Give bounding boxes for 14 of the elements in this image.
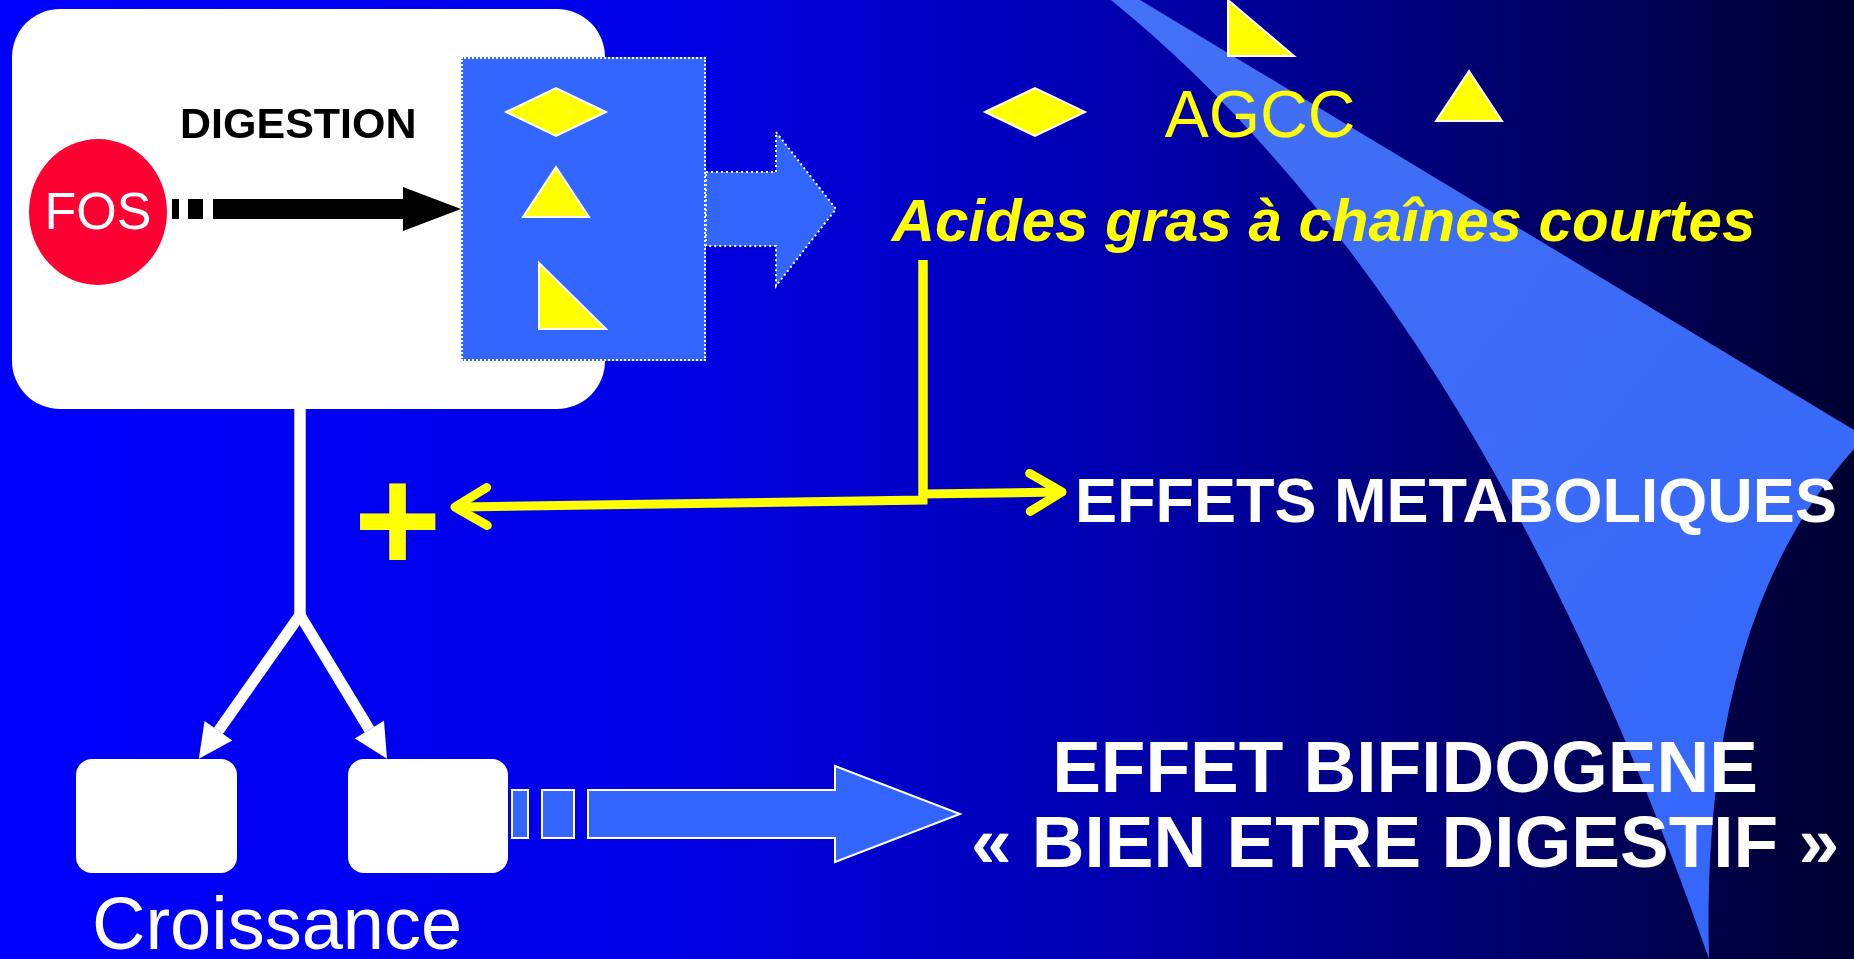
caption-text: Croissance [92,890,463,959]
rounded-box [76,759,237,873]
arrow [294,409,388,759]
plus-sign: + [340,455,455,585]
rounded-box [348,759,508,873]
subheading-text: Acides gras à chaînes courtes [836,180,1811,260]
circle-node: FOS [29,139,167,285]
block-arrow [705,129,838,289]
block-arrow [511,764,963,864]
heading-text: AGCC [1140,72,1380,158]
block [461,57,706,361]
block-arrow [172,187,461,231]
heading-text: EFFET BIFIDOGENE [1052,729,1758,804]
arrow [918,260,1067,516]
